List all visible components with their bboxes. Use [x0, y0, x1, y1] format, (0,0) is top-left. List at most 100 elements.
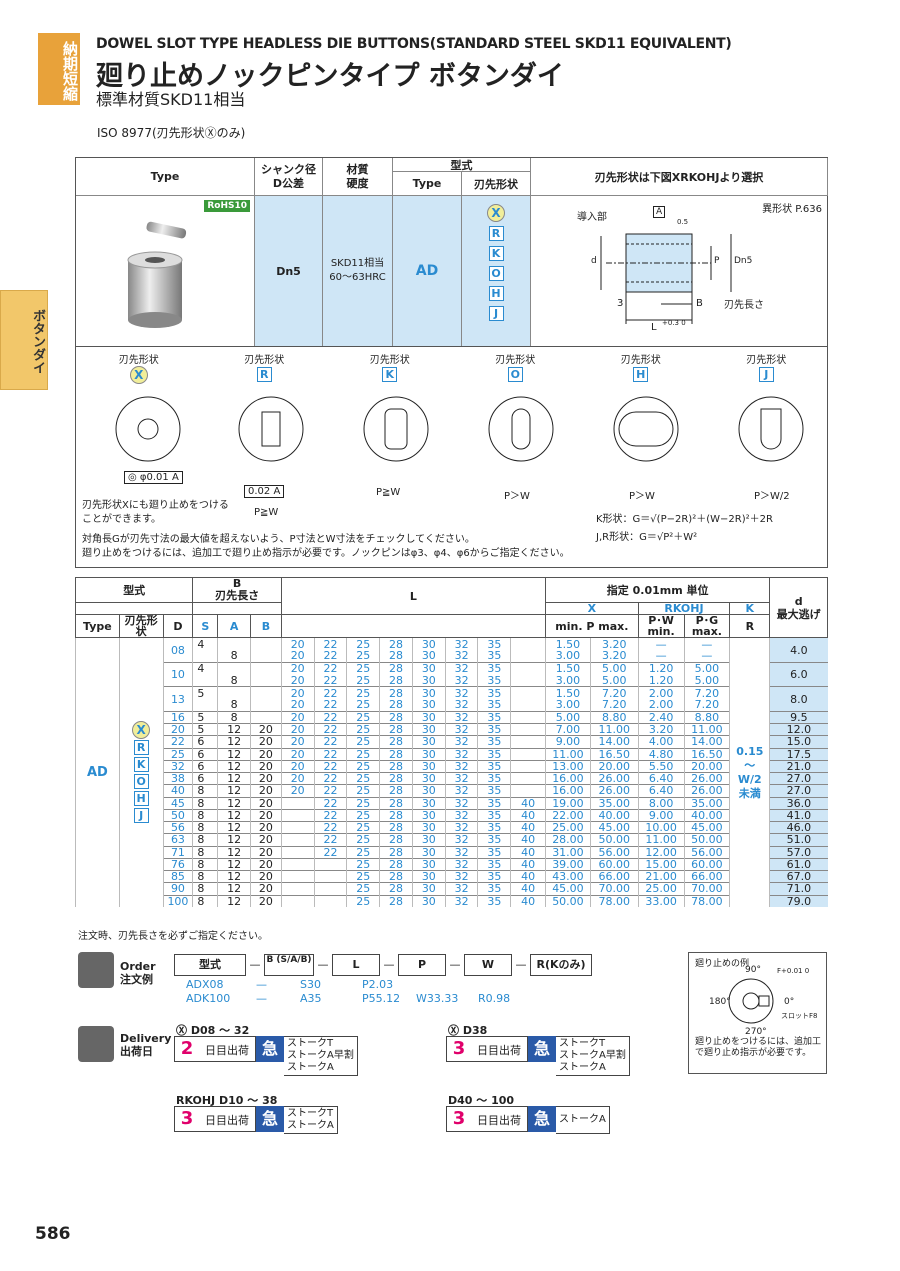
subtitle: 標準材質SKD11相当	[96, 90, 246, 109]
order-note: 注文時、刃先長さを必ずご指定ください。	[78, 931, 268, 942]
dim-b: B	[696, 298, 703, 309]
cut-length-label: 刃先長さ	[724, 300, 764, 311]
hardness-label: 硬度	[346, 176, 369, 190]
rohs-badge: RoHS10	[204, 200, 250, 212]
shape-list-item: O	[133, 774, 149, 790]
delivery-g1-title: Ⓧ D08 ～ 32	[176, 1024, 250, 1037]
product-photo: RoHS10	[76, 196, 255, 347]
shank-value: Dn5	[255, 196, 323, 347]
special-shape-ref: 異形状 P.636	[762, 204, 822, 215]
tol-x: ◎ φ0.01 A	[124, 471, 183, 484]
shape-list-item: K	[133, 757, 149, 773]
order-label: Order	[120, 960, 156, 973]
shape-k: K	[488, 246, 504, 261]
note-x: 刃先形状Xにも廻り止めをつけることができます。	[82, 500, 229, 525]
hardness-value: 60～63HRC	[329, 272, 386, 283]
cond-k: P≧W	[376, 487, 401, 498]
type-header: Type	[76, 158, 255, 196]
shape-x: X	[487, 204, 505, 222]
type-value: AD	[393, 196, 462, 347]
shape-list-x: X	[132, 721, 151, 740]
kata-shape-header: 刃先形状	[462, 172, 531, 196]
order-col-b: B (S/A/B)	[264, 954, 314, 976]
type-cell: AD	[75, 637, 120, 908]
shape-list: X R K O H J	[462, 196, 531, 347]
shape-j: J	[488, 306, 504, 321]
cond-h: P＞W	[629, 491, 655, 502]
title-jp: 廻り止めノックピンタイプ ボタンダイ	[96, 61, 564, 92]
shank-tol-label: D公差	[272, 176, 305, 190]
formula-jr: J,R形状：G＝√P²＋W²	[596, 532, 698, 543]
tol-r: 0.02 A	[244, 485, 285, 498]
order-col-w: W	[464, 954, 512, 976]
order-col-type: 型式	[174, 954, 246, 976]
rotation-example: 廻り止めの例 90° 180° 0° 270° F+0.01 0 スロットF8 …	[688, 952, 827, 1074]
truck-icon	[78, 1026, 114, 1062]
dimension-svg	[600, 233, 732, 324]
order-col-p: P	[398, 954, 446, 976]
delivery-g3-title: RKOHJ D10 ～ 38	[176, 1094, 278, 1107]
cond-r: P≧W	[254, 507, 279, 518]
rotation-svg	[728, 978, 774, 1024]
dim-3: 3	[617, 298, 624, 309]
dimension-drawing: 異形状 P.636 導入部 刃先長さ d P Dn5 3 B L +0.3 0 …	[531, 196, 828, 347]
note-rot: 廻り止めをつけるには、追加工で廻り止め指示が必要です。ノックピンはφ3、φ4、φ…	[82, 548, 570, 559]
order-col-r: R(Kのみ)	[530, 954, 592, 976]
order-col-l: L	[332, 954, 380, 976]
product-image	[127, 221, 187, 328]
cond-o: P＞W	[504, 491, 530, 502]
kata-type-header: Type	[393, 172, 462, 196]
lead-in-label: 導入部	[577, 212, 607, 223]
shape-list-item: R	[133, 740, 149, 756]
order-label-jp: 注文例	[120, 973, 153, 986]
shape-r: R	[488, 226, 504, 241]
shape-outlines	[115, 396, 804, 462]
phone-icon	[78, 952, 114, 988]
shape-list-item: H	[133, 791, 149, 807]
page-number: 586	[35, 1224, 71, 1244]
title-en: DOWEL SLOT TYPE HEADLESS DIE BUTTONS(STA…	[96, 36, 732, 52]
note-diag: 対角長Gが刃先寸法の最大値を超えないよう、P寸法とW寸法をチェックしてください。	[82, 534, 475, 545]
short-delivery-tag: 納期短縮	[38, 33, 80, 105]
material-value: SKD11相当	[330, 258, 385, 269]
cond-j: P＞W/2	[754, 491, 790, 502]
dim-05: 0.5	[677, 218, 689, 226]
shape-o: O	[488, 266, 504, 281]
dim-l: L	[651, 322, 657, 333]
r-range: 0.15 ～ W/2 未満	[729, 637, 770, 908]
iso-note: ISO 8977(刃先形状Ⓧのみ)	[97, 126, 246, 140]
